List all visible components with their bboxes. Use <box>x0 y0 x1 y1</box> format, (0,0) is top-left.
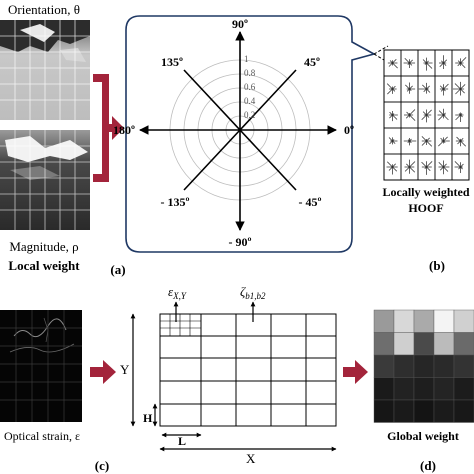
weight-cell <box>393 332 415 356</box>
weight-cell <box>453 332 474 356</box>
y-label: Y <box>120 362 130 377</box>
polar-histogram-bubble: 1 0.8 0.6 0.4 0.2 90º 135º 45º 180º 0º -… <box>113 15 377 253</box>
weight-cell <box>413 377 435 401</box>
optical-strain-label: Optical strain, ε <box>4 429 80 443</box>
hoof-cell <box>417 153 436 181</box>
hoof-grid <box>383 49 470 181</box>
magnitude-label: Magnitude, ρ <box>9 239 78 254</box>
merge-bracket-arrow <box>93 74 124 182</box>
weight-cell <box>373 332 395 356</box>
polar-axes <box>139 31 337 231</box>
weight-cell <box>373 354 395 378</box>
panel-a-tag: (a) <box>110 262 125 277</box>
hoof-cell <box>451 153 470 181</box>
panel-c: Optical strain, ε (c) <box>0 310 116 473</box>
weight-cell <box>433 309 455 333</box>
x-label: X <box>246 451 256 466</box>
weight-cell <box>373 377 395 401</box>
h-label: H <box>143 411 153 425</box>
weight-cell <box>433 332 455 356</box>
global-weight-map <box>373 309 474 423</box>
polar-angle-labels: 90º 135º 45º 180º 0º - 135º - 45º - 90º <box>113 17 354 249</box>
strain-to-grid-arrow <box>90 360 116 384</box>
angle-90: 90º <box>232 17 248 31</box>
hoof-caption-line2: HOOF <box>408 201 443 215</box>
orientation-image <box>0 20 90 120</box>
weight-cell <box>393 309 415 333</box>
weight-cell <box>413 309 435 333</box>
tick-0-6: 0.6 <box>244 82 256 92</box>
panel-a: Orientation, θ <box>0 2 126 277</box>
weight-cell <box>453 377 474 401</box>
grid-to-weight-arrow <box>343 360 368 384</box>
weight-cell <box>413 399 435 423</box>
optical-strain-image <box>0 310 82 422</box>
angle-minus-90: - 90º <box>229 235 252 249</box>
local-weight-label: Local weight <box>8 258 80 273</box>
weight-cell <box>393 399 415 423</box>
hoof-cell <box>451 101 470 129</box>
weight-cell <box>393 354 415 378</box>
polar-tick-labels: 1 0.8 0.6 0.4 0.2 <box>244 54 256 120</box>
l-label: L <box>178 434 186 448</box>
weight-cell <box>433 354 455 378</box>
panel-d: Global weight (d) <box>373 309 474 473</box>
pixel-subgrid <box>160 314 201 336</box>
weight-cell <box>453 309 474 333</box>
weight-cell <box>453 354 474 378</box>
hoof-connector <box>373 45 389 61</box>
eps-label: εX,Y <box>168 284 187 301</box>
panel-d-tag: (d) <box>420 458 436 473</box>
weight-cell <box>413 332 435 356</box>
weight-cell <box>453 399 474 423</box>
zeta-label: ζb1,b2 <box>240 284 266 301</box>
panel-b: Locally weighted HOOF (b) <box>383 49 470 273</box>
global-weight-label: Global weight <box>387 429 459 443</box>
panel-c-tag: (c) <box>95 458 109 473</box>
weight-cell <box>433 399 455 423</box>
tick-0-2: 0.2 <box>244 110 255 120</box>
weight-cell <box>433 377 455 401</box>
orientation-label: Orientation, θ <box>8 2 80 17</box>
weight-cell <box>373 399 395 423</box>
weight-cell <box>393 377 415 401</box>
magnitude-image <box>0 130 90 230</box>
angle-180: 180º <box>113 123 135 137</box>
angle-135: 135º <box>161 55 183 69</box>
angle-45: 45º <box>304 55 320 69</box>
angle-minus-135: - 135º <box>161 195 190 209</box>
angle-minus-45: - 45º <box>299 195 322 209</box>
tick-0-4: 0.4 <box>244 96 256 106</box>
panel-b-tag: (b) <box>429 258 445 273</box>
block-grid-diagram: εX,Y ζb1,b2 Y H L X <box>120 284 337 466</box>
hoof-caption-line1: Locally weighted <box>383 185 470 199</box>
tick-1: 1 <box>244 54 249 64</box>
angle-0: 0º <box>344 123 354 137</box>
weight-cell <box>413 354 435 378</box>
weight-cell <box>373 309 395 333</box>
tick-0-8: 0.8 <box>244 68 256 78</box>
hoof-cell <box>400 153 419 181</box>
